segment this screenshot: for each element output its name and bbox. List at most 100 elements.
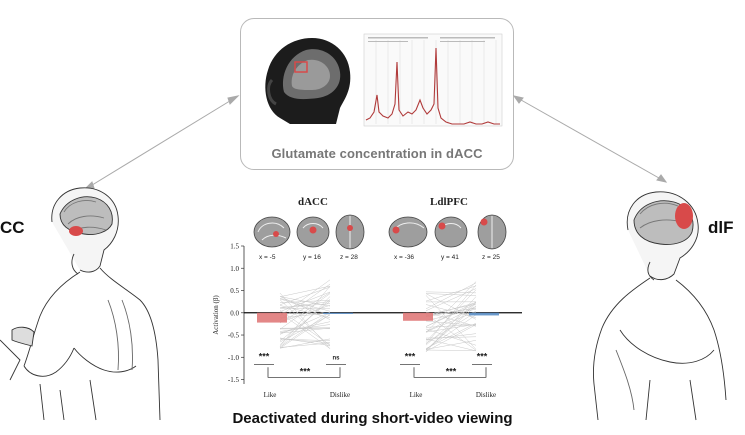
dacc-brain-slices — [253, 214, 365, 250]
arrowhead-left-top — [227, 95, 240, 105]
subject-line — [279, 338, 331, 344]
sig-like: *** — [259, 351, 270, 361]
subject-line — [425, 284, 477, 345]
voi-box — [294, 61, 308, 73]
subject-line — [279, 299, 331, 345]
connector-arrows — [82, 95, 668, 191]
subject-line — [279, 312, 331, 319]
subject-line — [425, 281, 477, 333]
subject-line — [279, 300, 331, 303]
y-tick-label: -0.5 — [228, 332, 240, 340]
bar-dislike — [469, 312, 499, 316]
bar-dislike — [323, 312, 353, 314]
subject-line — [279, 298, 331, 316]
subject-line — [279, 338, 331, 342]
subject-line — [425, 333, 477, 341]
sig-bracket — [413, 367, 487, 378]
subject-line — [425, 328, 477, 346]
subject-line — [425, 308, 477, 321]
dacc-coord-y: y = 16 — [303, 254, 321, 261]
subject-line — [279, 285, 331, 298]
ldlpfc-coord-z: z = 25 — [482, 254, 500, 261]
sig-dislike: *** — [477, 351, 488, 361]
x-category-label: Like — [264, 391, 277, 399]
subject-line — [425, 320, 477, 326]
subject-line — [279, 314, 331, 343]
subject-line — [279, 342, 331, 348]
subject-line — [425, 302, 477, 317]
subject-line — [425, 285, 477, 302]
sig-bracket — [267, 367, 341, 378]
subject-line — [425, 303, 477, 327]
subject-line — [425, 296, 477, 353]
subject-line — [425, 336, 477, 339]
person-right-illustration — [593, 191, 727, 421]
ldlpfc-title: LdlPFC — [430, 196, 468, 208]
subject-line — [425, 304, 477, 318]
dacc-coord-z: z = 28 — [340, 254, 358, 261]
subject-line — [425, 349, 477, 351]
mrs-caption: Glutamate concentration in dACC — [271, 146, 483, 161]
brain-highlight-right — [675, 203, 693, 229]
subject-line — [425, 289, 477, 342]
activation-chart: 1.5 1.0 0.5 0.0 -0.5 -1.0 -1.5 Activation (β) **… — [212, 243, 522, 399]
subject-line — [279, 311, 331, 348]
ldlpfc-coord-y: y = 41 — [441, 254, 459, 261]
arrow-left — [83, 95, 239, 191]
sig-dislike: ns — [332, 355, 340, 361]
subject-line — [279, 312, 331, 335]
subject-line — [425, 293, 477, 296]
y-axis-label: Activation (β) — [212, 295, 220, 335]
arrowhead-right-top — [512, 95, 524, 104]
sig-between: *** — [446, 366, 457, 376]
subject-line — [425, 307, 477, 318]
bar-like — [403, 312, 433, 321]
subject-line — [279, 310, 331, 346]
left-region-label: CC — [0, 218, 25, 237]
dacc-sagittal-slice — [253, 216, 291, 248]
spectrum-line — [365, 47, 500, 125]
mrs-spectrum — [363, 33, 503, 127]
subject-line — [279, 324, 331, 332]
subject-line — [279, 279, 331, 317]
y-tick-label: 0.0 — [230, 309, 239, 317]
subject-line — [425, 288, 477, 311]
right-region-label: dlF — [708, 218, 734, 237]
y-tick-label: -1.0 — [228, 354, 240, 362]
ldlpfc-brain-slices — [388, 214, 507, 250]
subject-line — [279, 286, 331, 347]
bar-like — [257, 312, 287, 323]
subject-line — [425, 295, 477, 350]
subject-line — [425, 338, 477, 352]
y-tick-label: 0.5 — [230, 287, 239, 295]
person-left-illustration — [0, 187, 161, 421]
subject-line — [425, 282, 477, 310]
bottom-caption: Deactivated during short-video viewing — [232, 410, 513, 427]
subject-line — [279, 305, 331, 318]
y-tick-label: -1.5 — [228, 376, 240, 384]
y-tick-label: 1.5 — [230, 243, 239, 251]
subject-line — [425, 291, 477, 294]
sig-between: *** — [300, 366, 311, 376]
ldlpfc-coord-x: x = -36 — [394, 254, 415, 261]
subject-line — [279, 314, 331, 349]
ldlpfc-coronal-slice — [434, 216, 468, 248]
subject-line — [279, 312, 331, 349]
arrowhead-right — [656, 174, 668, 183]
arrow-right — [513, 95, 667, 183]
x-category-label: Dislike — [330, 391, 350, 399]
subject-line — [425, 306, 477, 332]
brain-highlight-left — [69, 226, 83, 236]
y-tick-label: 1.0 — [230, 265, 239, 273]
dacc-title: dACC — [298, 196, 328, 208]
subject-line — [279, 291, 331, 312]
x-category-label: Like — [410, 391, 423, 399]
subject-line — [279, 292, 331, 324]
subject-line — [425, 322, 477, 349]
subject-line — [279, 301, 331, 309]
subject-line — [425, 293, 477, 320]
subject-line — [425, 314, 477, 350]
mri-head-image — [263, 32, 358, 124]
